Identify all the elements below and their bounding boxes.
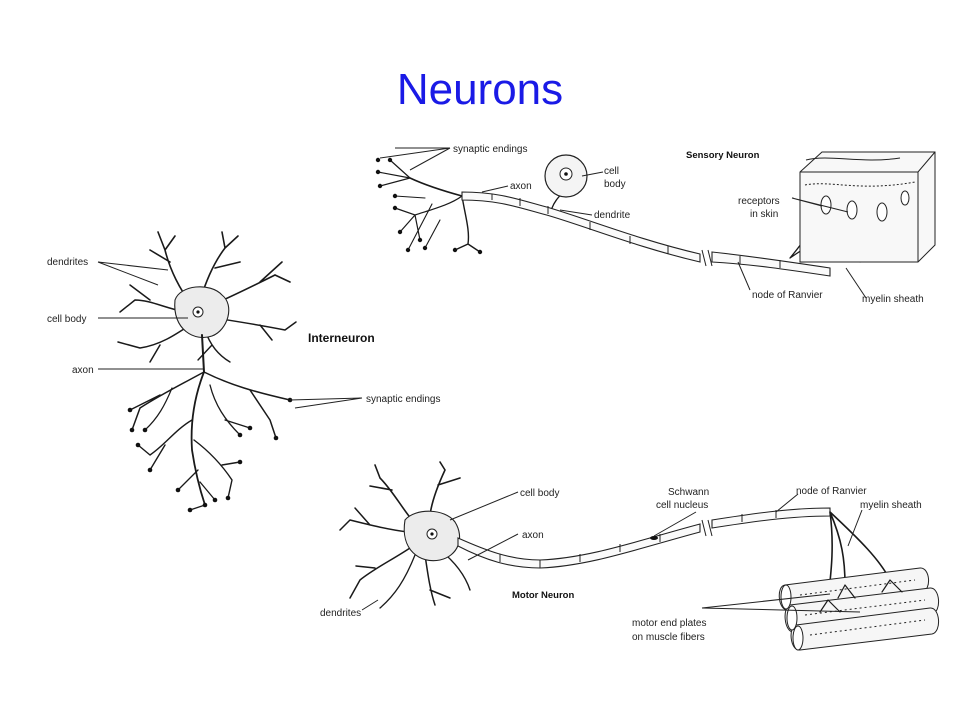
- motor-neuron-heading: Motor Neuron: [512, 590, 574, 601]
- sensory-myelin-sheath-label: myelin sheath: [862, 294, 924, 305]
- sensory-cell-label: cell: [604, 166, 619, 177]
- sensory-synaptic-endings-label: synaptic endings: [453, 144, 528, 155]
- sensory-neuron-heading: Sensory Neuron: [686, 150, 760, 161]
- sensory-neuron-drawing: [375, 147, 936, 299]
- schwann-label: Schwann: [668, 487, 709, 498]
- motor-node-of-ranvier-label: node of Ranvier: [796, 486, 867, 497]
- interneuron-axon-branches: [129, 371, 291, 511]
- on-muscle-fibers-label: on muscle fibers: [632, 632, 705, 643]
- motor-myelin-sheath-label: myelin sheath: [860, 500, 922, 511]
- motor-axon: [457, 523, 701, 569]
- interneuron-dendrites: [117, 231, 297, 363]
- sensory-node-of-ranvier-label: node of Ranvier: [752, 290, 823, 301]
- motor-neuron-drawing: [339, 461, 939, 651]
- page-title: Neurons: [396, 65, 564, 114]
- in-skin-label: in skin: [750, 209, 778, 220]
- interneuron-dendrites-label: dendrites: [47, 257, 88, 268]
- motor-end-plates-label: motor end plates: [632, 618, 707, 629]
- sensory-synaptic-branches: [375, 157, 483, 255]
- motor-dendrites-label: dendrites: [320, 608, 361, 619]
- receptors-label: receptors: [738, 196, 780, 207]
- muscle-fibers: [778, 567, 939, 651]
- interneuron-drawing: [97, 231, 363, 513]
- motor-axon-label: axon: [522, 530, 544, 541]
- interneuron-cell-body-label: cell body: [47, 314, 86, 325]
- sensory-body-label: body: [604, 179, 626, 190]
- interneuron-terminal-knobs: [127, 397, 293, 513]
- interneuron-heading: Interneuron: [308, 331, 375, 345]
- motor-dendrites: [339, 461, 471, 609]
- skin-block: [799, 151, 936, 263]
- sensory-axon-label: axon: [510, 181, 532, 192]
- sensory-axon: [461, 191, 701, 263]
- motor-cell-body-label: cell body: [520, 488, 559, 499]
- cell-nucleus-label: cell nucleus: [656, 500, 708, 511]
- interneuron-synaptic-endings-label: synaptic endings: [366, 394, 441, 405]
- interneuron-axon-label: axon: [72, 365, 94, 376]
- sensory-dendrite-label: dendrite: [594, 210, 631, 221]
